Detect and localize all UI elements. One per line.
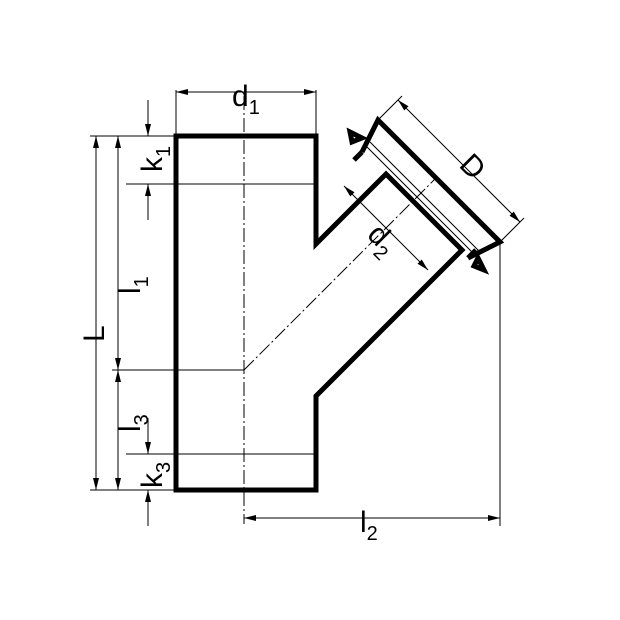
branch-centerline xyxy=(243,177,437,371)
label-k3: k3 xyxy=(136,462,175,488)
dim-D xyxy=(397,99,521,223)
label-L: L xyxy=(78,325,111,342)
label-d1: d1 xyxy=(232,80,260,119)
seal-ring-bottom xyxy=(470,252,490,275)
ext-D-bottom xyxy=(499,217,525,243)
dim-d2 xyxy=(343,185,429,271)
label-k1: k1 xyxy=(136,146,175,172)
label-d2: d2 xyxy=(357,218,404,265)
pipe-body-outline xyxy=(173,133,466,493)
label-l2: l2 xyxy=(360,506,378,545)
label-l1: l1 xyxy=(114,276,153,294)
seal-ring-top xyxy=(346,127,369,146)
label-D: D xyxy=(453,148,492,187)
ext-D-top xyxy=(377,95,403,121)
label-l3: l3 xyxy=(114,414,153,432)
